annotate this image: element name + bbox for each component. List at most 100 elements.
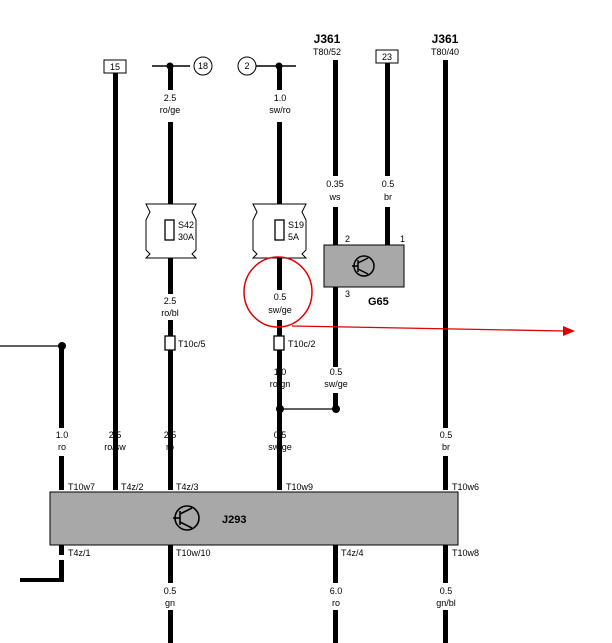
s42-name: S42 [178, 220, 194, 230]
wire-23-b [385, 207, 390, 245]
g65-pin3: 3 [345, 289, 350, 299]
w2-size: 1.0 [274, 93, 287, 103]
j293-module [49, 491, 459, 546]
t10c2-label: T10c/2 [288, 339, 316, 349]
wire-in1-b [59, 456, 64, 490]
out3-size: 0.5 [440, 586, 453, 596]
wire-g65-out-b [333, 393, 338, 409]
t10w9-label: T10w9 [286, 482, 313, 492]
wire-s19-out-a [277, 258, 282, 290]
t4z3-label: T4z/3 [176, 482, 199, 492]
wire-j361-40 [443, 60, 448, 428]
t10w6-label: T10w6 [452, 482, 479, 492]
wire-out-t4z1-horizontal [20, 578, 64, 582]
wire-15 [113, 73, 118, 490]
w18-size: 2.5 [164, 93, 177, 103]
g65-pin1: 1 [400, 234, 405, 244]
in1-size: 1.0 [56, 430, 69, 440]
t10w8-label: T10w8 [452, 548, 479, 558]
j361-b-title: J361 [432, 32, 459, 46]
out1-size: 0.5 [164, 586, 177, 596]
wire-out3 [443, 545, 448, 583]
s19-rating: 5A [288, 232, 299, 242]
j293-bottom-pin-arrows [59, 547, 448, 553]
circle-18-label: 18 [198, 61, 208, 71]
j293-name: J293 [222, 514, 246, 526]
j361-a-pin: T80/52 [313, 47, 341, 57]
in5-color: br [442, 442, 450, 452]
wire-j361-40-b [443, 456, 448, 490]
j293-top-pin-arrows [59, 484, 448, 490]
in5-size: 0.5 [440, 430, 453, 440]
wire-out3-b [443, 610, 448, 643]
g65-pin2: 2 [345, 234, 350, 244]
t10c5-label: T10c/5 [178, 339, 206, 349]
out2-color: ro [332, 598, 340, 608]
j361-b-pin: T80/40 [431, 47, 459, 57]
s19-out-color: sw/ge [268, 305, 292, 315]
in1-color: ro [58, 442, 66, 452]
s42-rating: 30A [178, 232, 194, 242]
s42-out-size: 2.5 [164, 296, 177, 306]
g65-name: G65 [368, 296, 389, 308]
w52-color: ws [329, 192, 341, 202]
w52-size: 0.35 [326, 179, 344, 189]
t10c2-out-size: 1.0 [274, 367, 287, 377]
wire-2-top [277, 66, 282, 90]
highlight-arrow-line [291, 325, 566, 332]
wire-j361-52-b [333, 207, 338, 245]
in3-color: ro [166, 442, 174, 452]
splice-dot-left [276, 405, 284, 413]
in4-color: sw/ge [268, 442, 292, 452]
fuse-s19 [251, 203, 308, 259]
w23-color: br [384, 192, 392, 202]
wire-out1 [168, 545, 173, 583]
in3-size: 2.5 [164, 430, 177, 440]
connector-t10c2 [273, 335, 285, 351]
fuse-s42 [144, 203, 198, 259]
wire-in1 [59, 346, 64, 428]
g65-out-size: 0.5 [330, 367, 343, 377]
t10w7-label: T10w7 [68, 482, 95, 492]
wire-out1-b [168, 610, 173, 643]
w2-color: sw/ro [269, 105, 291, 115]
wire-s42-out-b [168, 320, 173, 490]
w18-color: ro/ge [160, 105, 181, 115]
g65-transistor-icon [352, 255, 375, 277]
highlight-circle [243, 256, 313, 328]
wire-18-top [168, 66, 173, 90]
g65-out-color: sw/ge [324, 379, 348, 389]
t4z1-label: T4z/1 [68, 548, 91, 558]
j361-a-title: J361 [314, 32, 341, 46]
wire-out2-b [333, 610, 338, 643]
box-23-label: 23 [382, 52, 392, 62]
wire-j361-52 [333, 60, 338, 176]
s19-out-size: 0.5 [274, 292, 287, 302]
t4z2-label: T4z/2 [121, 482, 144, 492]
wire-out2 [333, 545, 338, 583]
out3-color: gn/bl [436, 598, 456, 608]
in2-color: ro/sw [104, 442, 126, 452]
t10c2-out-color: ro/gn [270, 379, 291, 389]
wire-18-mid [168, 122, 173, 204]
t4z4-label: T4z/4 [341, 548, 364, 558]
w23-size: 0.5 [382, 179, 395, 189]
out2-size: 6.0 [330, 586, 343, 596]
connector-t10c5 [164, 335, 176, 351]
circle-2-label: 2 [244, 61, 249, 71]
wire-s42-out-a [168, 258, 173, 294]
in4-size: 0.5 [274, 430, 287, 440]
wire-23 [385, 63, 390, 176]
wire-out-t4z1-b [59, 560, 64, 582]
highlight-arrowhead-icon [563, 326, 575, 336]
splice-dot-right [332, 405, 340, 413]
t10w10-label: T10w/10 [176, 548, 211, 558]
wire-2-mid [277, 122, 282, 204]
s19-name: S19 [288, 220, 304, 230]
j293-transistor-icon [173, 505, 200, 531]
s42-out-color: ro/bl [161, 308, 179, 318]
circle-18 [193, 56, 213, 76]
g65-box [323, 244, 405, 288]
wire-s19-out-b [277, 320, 282, 490]
